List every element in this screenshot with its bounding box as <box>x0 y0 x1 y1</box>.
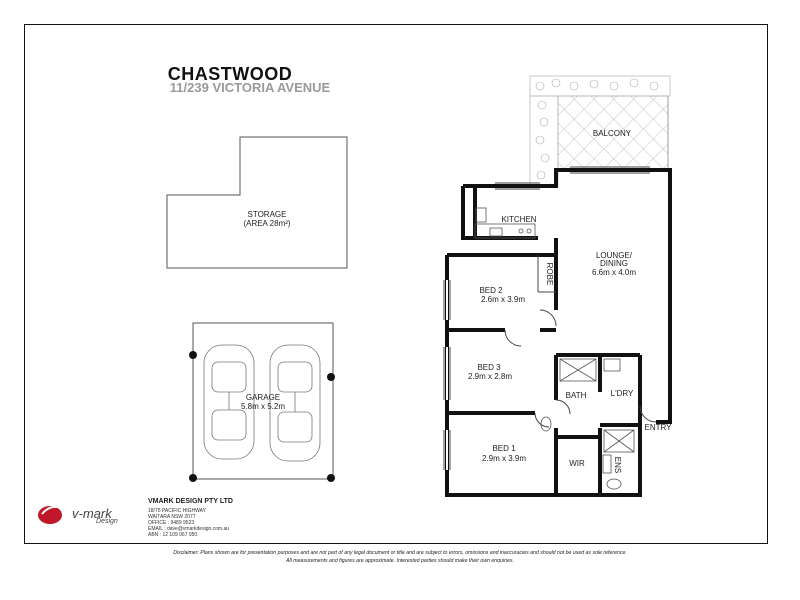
plan-frame <box>24 24 768 544</box>
disclaimer-line-2: All measurements and figures are approxi… <box>286 558 514 564</box>
storage-area-label: (AREA 28m²) <box>243 219 290 228</box>
company-address-1: 18/75 PACIFIC HIGHWAY <box>148 508 206 514</box>
balcony-label: BALCONY <box>593 129 632 138</box>
bed2-size-label: 2.6m x 3.9m <box>481 295 525 304</box>
bed3-size-label: 2.9m x 2.8m <box>468 372 512 381</box>
lounge-size-label: 6.6m x 4.0m <box>592 268 636 277</box>
garage-outline <box>192 322 334 480</box>
company-address-2: WAITARA NSW 2077 <box>148 514 196 520</box>
garage-size-label: 5.8m x 5.2m <box>241 402 285 411</box>
vmark-logo <box>38 505 63 524</box>
bed2-label: BED 2 <box>479 286 503 295</box>
storage-label: STORAGE <box>248 210 287 219</box>
bed1-label: BED 1 <box>492 444 516 453</box>
company-name: VMARK DESIGN PTY LTD <box>148 498 233 505</box>
kitchen-fixtures <box>474 207 536 239</box>
logo-subtext: Design <box>96 518 118 525</box>
dining-label: DINING <box>600 259 628 268</box>
car-icon <box>269 344 321 462</box>
kitchen-label: KITCHEN <box>501 215 536 224</box>
company-abn: ABN : 12 109 067 950 <box>148 532 198 538</box>
lounge-label: LOUNGE/ <box>596 251 633 260</box>
property-title: CHASTWOOD <box>167 64 293 84</box>
company-email: EMAIL : dave@vmarkdesign.com.au <box>148 526 230 532</box>
laundry-label: L'DRY <box>611 389 634 398</box>
robe-label: ROBE <box>545 263 554 286</box>
property-address: 11/239 VICTORIA AVENUE <box>169 80 331 95</box>
garage-label: GARAGE <box>246 393 280 402</box>
bed3-label: BED 3 <box>477 363 501 372</box>
wir-label: WIR <box>569 459 585 468</box>
company-office: OFFICE : 9489 9523 <box>148 520 195 526</box>
bed1-size-label: 2.9m x 3.9m <box>482 454 526 463</box>
walls <box>445 168 672 497</box>
logo-text: v-mark <box>72 506 112 521</box>
ensuite-label: ENS <box>613 457 622 473</box>
storage-outline <box>166 136 348 269</box>
bath-label: BATH <box>566 391 587 400</box>
disclaimer-line-1: Disclaimer: Plans shown are for presenta… <box>173 550 627 556</box>
garden-planter <box>529 75 671 97</box>
entry-label: ENTRY <box>645 423 673 432</box>
car-icon <box>203 344 255 460</box>
